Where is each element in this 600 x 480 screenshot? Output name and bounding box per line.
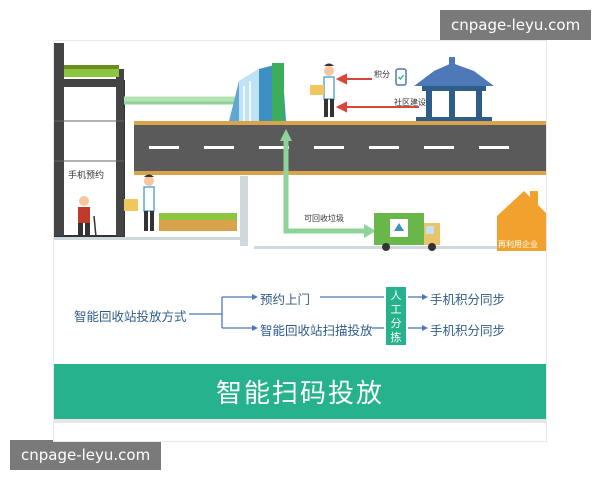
watermark-bottom-left: cnpage-leyu.com	[10, 440, 162, 470]
planter-box	[159, 213, 237, 231]
manual-sorting-box: 人工分拣	[386, 287, 406, 345]
manual-sorting-label: 人工分拣	[390, 289, 402, 344]
flow-result-1: 手机积分同步	[430, 292, 506, 307]
reuse-company-house	[497, 191, 546, 251]
recycling-station	[229, 63, 286, 121]
watermark-top-right: cnpage-leyu.com	[440, 10, 592, 40]
banner-title: 智能扫码投放	[54, 364, 546, 419]
flow-branch-booking: 预约上门	[260, 292, 311, 307]
recycling-truck	[374, 213, 440, 251]
person-resident	[124, 174, 155, 231]
flow-branch-scan: 智能回收站扫描投放	[260, 323, 373, 338]
pavilion	[414, 57, 494, 121]
bottom-divider	[54, 419, 546, 423]
recycling-scene	[54, 43, 546, 251]
road	[134, 121, 546, 175]
phone-icon	[395, 68, 407, 86]
red-arrows	[335, 73, 419, 113]
label-phone-booking: 手机预约	[68, 171, 105, 181]
illustration-frame: 手机预约 积分 社区建设 可回收垃圾 再利用企业 智能回收站投放方式 预约上门 …	[53, 40, 547, 442]
label-recyclable: 可回收垃圾	[304, 214, 344, 223]
person-courier	[310, 63, 335, 117]
label-community: 社区建设	[394, 98, 426, 107]
flow-result-2: 手机积分同步	[430, 323, 506, 338]
flow-root: 智能回收站投放方式	[74, 309, 187, 324]
label-reuse-company: 再利用企业	[498, 240, 538, 249]
label-points: 积分	[374, 70, 390, 79]
elderly-person	[78, 196, 97, 238]
flow-connectors	[189, 294, 428, 331]
green-arrow	[280, 129, 376, 238]
